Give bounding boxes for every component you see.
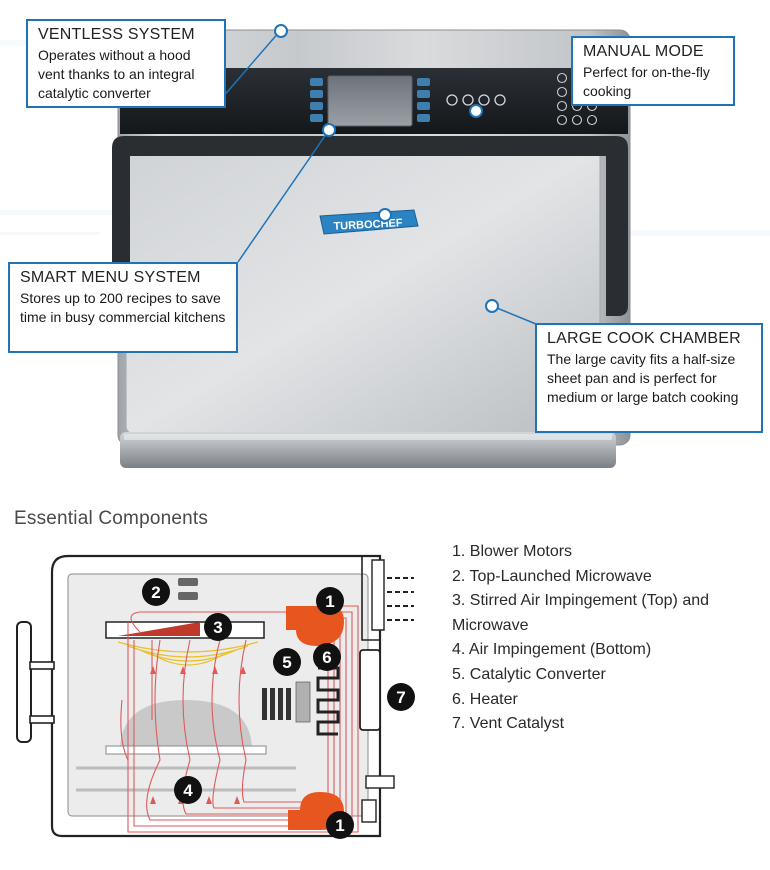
components-list: 1. Blower Motors 2. Top-Launched Microwa… — [452, 540, 752, 737]
callout-chamber: LARGE COOK CHAMBER The large cavity fits… — [535, 323, 763, 433]
badge-1-bottom: 1 — [326, 811, 354, 839]
svg-text:2: 2 — [151, 583, 160, 602]
callout-body: Stores up to 200 recipes to save time in… — [20, 290, 226, 325]
badge-6: 6 — [313, 643, 341, 671]
list-item: 2. Top-Launched Microwave — [452, 567, 652, 585]
food-item — [120, 700, 252, 748]
schematic-handle — [16, 621, 32, 743]
oven-base — [120, 432, 616, 468]
list-item: 3. Stirred Air Impingement (Top) and Mic… — [452, 592, 710, 634]
display-screen — [327, 75, 413, 127]
list-item: 4. Air Impingement (Bottom) — [452, 641, 652, 659]
display-buttons-right — [417, 78, 430, 122]
hotspot-logo[interactable] — [378, 208, 392, 222]
list-item: 7. Vent Catalyst — [452, 715, 565, 733]
blower-motor-top — [286, 606, 344, 646]
exhaust-arrows — [387, 577, 414, 621]
callout-title: LARGE COOK CHAMBER — [547, 330, 741, 347]
leader-lines — [221, 30, 537, 325]
callout-title: VENTLESS SYSTEM — [38, 26, 195, 43]
vent-catalyst-box — [359, 649, 381, 731]
oven-illustration: TURBOCHEF — [112, 29, 631, 468]
svg-text:3: 3 — [213, 618, 222, 637]
components-schematic: 1 2 3 4 5 6 7 1 — [16, 554, 415, 839]
svg-text:4: 4 — [183, 781, 193, 800]
callout-title: MANUAL MODE — [583, 43, 704, 60]
svg-text:5: 5 — [282, 653, 291, 672]
badge-1-top: 1 — [316, 587, 344, 615]
list-item: 6. Heater — [452, 690, 518, 708]
sheet-pan — [105, 745, 267, 755]
list-item: 1. Blower Motors — [452, 543, 573, 560]
airflow-arrowheads — [150, 666, 246, 804]
badge-2: 2 — [142, 578, 170, 606]
list-item: 5. Catalytic Converter — [452, 665, 606, 683]
control-knobs — [446, 94, 506, 106]
callout-manual: MANUAL MODE Perfect for on-the-fly cooki… — [571, 36, 735, 106]
hotspot-smartmenu[interactable] — [322, 123, 336, 137]
callout-body: The large cavity fits a half-size sheet … — [547, 351, 739, 405]
hotspot-chamber[interactable] — [485, 299, 499, 313]
svg-text:6: 6 — [322, 648, 331, 667]
svg-text:7: 7 — [396, 688, 405, 707]
callout-body: Perfect for on-the-fly cooking — [583, 64, 710, 99]
display-buttons-left — [310, 78, 323, 122]
svg-text:1: 1 — [335, 816, 344, 835]
section-title: Essential Components — [14, 508, 209, 529]
badge-7: 7 — [387, 683, 415, 711]
callout-ventless: VENTLESS SYSTEM Operates without a hood … — [26, 19, 226, 108]
catalytic-converter — [262, 681, 311, 723]
svg-text:1: 1 — [325, 592, 334, 611]
door-handle — [112, 136, 628, 316]
badge-4: 4 — [174, 776, 202, 804]
badge-3: 3 — [204, 613, 232, 641]
microwave-unit — [178, 578, 198, 600]
callout-body: Operates without a hood vent thanks to a… — [38, 47, 195, 101]
hotspot-manual[interactable] — [469, 104, 483, 118]
hotspot-ventless[interactable] — [274, 24, 288, 38]
heater-coil — [316, 666, 340, 736]
callout-smartmenu: SMART MENU SYSTEM Stores up to 200 recip… — [8, 262, 238, 353]
callout-title: SMART MENU SYSTEM — [20, 269, 201, 286]
badge-5: 5 — [273, 648, 301, 676]
